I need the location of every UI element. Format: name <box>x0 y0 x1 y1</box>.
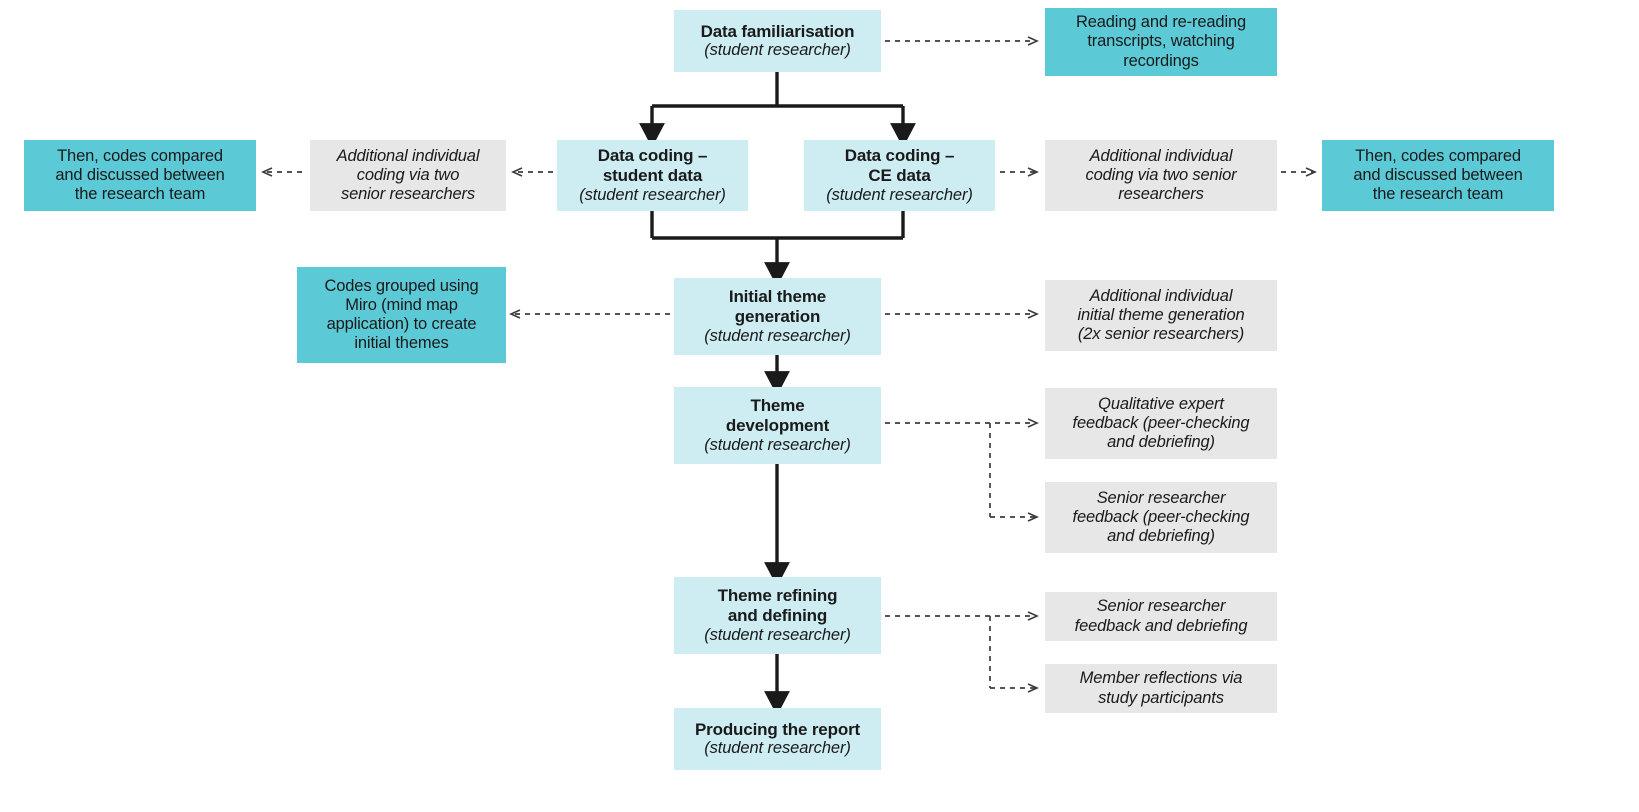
node-line-3: the research team <box>1372 185 1504 204</box>
node-title: Producing the report <box>694 719 861 739</box>
node-line-2: study participants <box>1098 688 1224 707</box>
node-codes-compared-right[interactable]: Then, codes compared and discussed betwe… <box>1322 140 1554 211</box>
node-line-3: and debriefing) <box>1107 527 1215 546</box>
node-line-1: Member reflections via <box>1079 669 1243 688</box>
node-line-2: feedback (peer-checking <box>1072 413 1250 432</box>
node-subtitle: (student researcher) <box>579 185 726 204</box>
node-data-familiarisation[interactable]: Data familiarisation (student researcher… <box>674 10 881 72</box>
node-title-line-2: student data <box>602 165 703 185</box>
node-title-line-2: generation <box>734 306 821 326</box>
node-line-2: and discussed between <box>55 165 225 184</box>
node-line-2: Miro (mind map <box>345 295 458 314</box>
node-line-1: Then, codes compared <box>57 146 223 165</box>
node-line-1: Additional individual <box>1089 286 1233 305</box>
node-title-line-1: Theme <box>750 396 805 416</box>
node-title-line-2: CE data <box>868 165 931 185</box>
node-title-line-1: Theme refining <box>717 586 838 606</box>
node-member-reflections[interactable]: Member reflections via study participant… <box>1045 664 1277 713</box>
node-line-2: feedback and debriefing <box>1074 616 1248 635</box>
node-title-line-2: and defining <box>727 605 828 625</box>
node-subtitle: (student researcher) <box>704 41 851 60</box>
node-theme-refining-defining[interactable]: Theme refining and defining (student res… <box>674 577 881 654</box>
node-title-line-2: development <box>725 415 830 435</box>
node-line-3: senior researchers <box>341 185 475 204</box>
node-line-3: the research team <box>74 185 206 204</box>
node-title: Data familiarisation <box>700 21 855 41</box>
node-subtitle: (student researcher) <box>704 739 851 758</box>
node-subtitle: (student researcher) <box>704 326 851 345</box>
node-qualitative-expert-feedback[interactable]: Qualitative expert feedback (peer-checki… <box>1045 388 1277 459</box>
node-line-2: coding via two senior <box>1085 165 1237 184</box>
node-data-coding-ce[interactable]: Data coding – CE data (student researche… <box>804 140 995 211</box>
node-line-2: initial theme generation <box>1077 305 1245 324</box>
node-line-3: recordings <box>1123 51 1199 70</box>
node-subtitle: (student researcher) <box>826 185 973 204</box>
node-line-4: initial themes <box>354 334 449 353</box>
node-title-line-1: Data coding – <box>597 146 708 166</box>
node-line-1: Additional individual <box>336 146 480 165</box>
node-line-3: researchers <box>1118 185 1204 204</box>
node-codes-grouped-miro[interactable]: Codes grouped using Miro (mind map appli… <box>297 267 506 363</box>
node-line-1: Senior researcher <box>1096 488 1226 507</box>
node-line-1: Then, codes compared <box>1355 146 1521 165</box>
node-additional-theme-generation[interactable]: Additional individual initial theme gene… <box>1045 280 1277 351</box>
node-line-2: and discussed between <box>1353 165 1523 184</box>
node-line-1: Senior researcher <box>1096 597 1226 616</box>
node-data-coding-student[interactable]: Data coding – student data (student rese… <box>557 140 748 211</box>
node-senior-feedback-debriefing[interactable]: Senior researcher feedback and debriefin… <box>1045 592 1277 641</box>
node-subtitle: (student researcher) <box>704 435 851 454</box>
node-line-3: application) to create <box>326 315 477 333</box>
node-title-line-1: Initial theme <box>728 287 827 307</box>
node-senior-researcher-feedback[interactable]: Senior researcher feedback (peer-checkin… <box>1045 482 1277 553</box>
node-line-2: feedback (peer-checking <box>1072 507 1250 526</box>
node-initial-theme-generation[interactable]: Initial theme generation (student resear… <box>674 278 881 355</box>
node-additional-coding-right[interactable]: Additional individual coding via two sen… <box>1045 140 1277 211</box>
node-line-2: coding via two <box>356 165 460 184</box>
node-line-1: Qualitative expert <box>1098 394 1224 413</box>
node-line-1: Codes grouped using <box>324 276 479 295</box>
node-line-1: Additional individual <box>1089 146 1233 165</box>
node-codes-compared-left[interactable]: Then, codes compared and discussed betwe… <box>24 140 256 211</box>
node-line-3: and debriefing) <box>1107 433 1215 452</box>
node-reading-rereading[interactable]: Reading and re-reading transcripts, watc… <box>1045 8 1277 76</box>
node-line-2: transcripts, watching <box>1087 32 1235 51</box>
node-line-1: Reading and re-reading <box>1075 13 1247 32</box>
node-theme-development[interactable]: Theme development (student researcher) <box>674 387 881 464</box>
node-additional-coding-left[interactable]: Additional individual coding via two sen… <box>310 140 506 211</box>
node-producing-report[interactable]: Producing the report (student researcher… <box>674 708 881 770</box>
node-subtitle: (student researcher) <box>704 625 851 644</box>
node-title-line-1: Data coding – <box>844 146 955 166</box>
node-line-3: (2x senior researchers) <box>1077 325 1245 344</box>
